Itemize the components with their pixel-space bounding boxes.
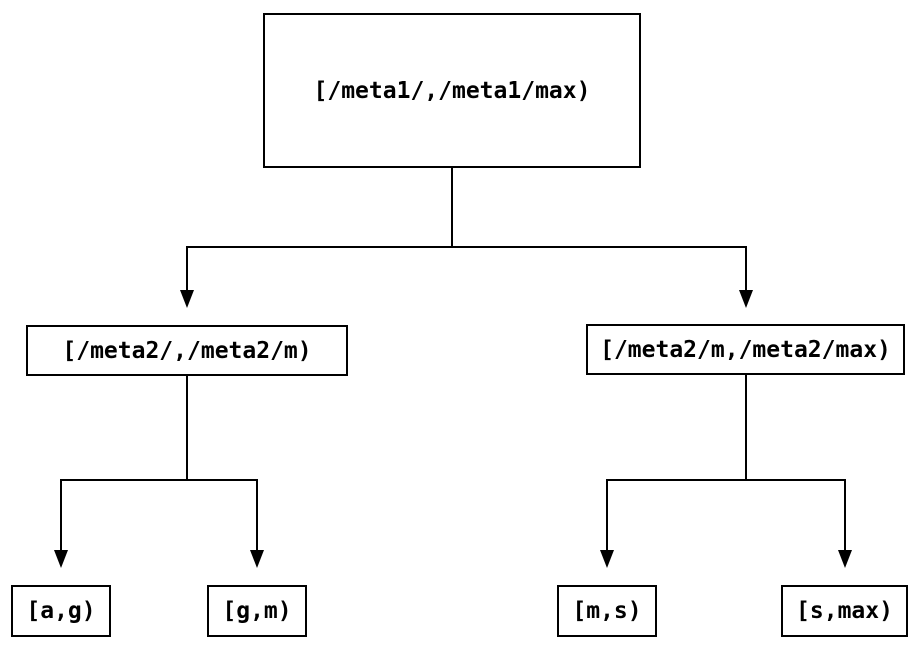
node-leaf-a-g: [a,g): [11, 585, 111, 637]
node-root-meta1-range: [/meta1/,/meta1/max): [263, 13, 641, 168]
arrowhead-to-leaf-ms: [600, 550, 614, 568]
arrowhead-to-leaf-smax: [838, 550, 852, 568]
edge-split-level1: [186, 246, 747, 290]
node-meta2-upper-range: [/meta2/m,/meta2/max): [586, 324, 905, 375]
node-leaf-g-m-label: [g,m): [222, 598, 292, 624]
node-leaf-a-g-label: [a,g): [26, 598, 96, 624]
node-leaf-m-s: [m,s): [557, 585, 657, 637]
node-root-label: [/meta1/,/meta1/max): [313, 77, 591, 104]
node-leaf-s-max-label: [s,max): [796, 598, 893, 624]
node-meta2-lower-range: [/meta2/,/meta2/m): [26, 325, 348, 376]
node-left-label: [/meta2/,/meta2/m): [62, 337, 312, 364]
arrowhead-to-leaf-gm: [250, 550, 264, 568]
node-right-label: [/meta2/m,/meta2/max): [600, 336, 891, 363]
arrowhead-to-leaf-ag: [54, 550, 68, 568]
edge-split-right: [606, 479, 846, 550]
arrowhead-to-right: [739, 290, 753, 308]
edge-split-left: [60, 479, 258, 550]
node-leaf-g-m: [g,m): [207, 585, 307, 637]
node-leaf-s-max: [s,max): [781, 585, 908, 637]
arrowhead-to-left: [180, 290, 194, 308]
node-leaf-m-s-label: [m,s): [572, 598, 642, 624]
